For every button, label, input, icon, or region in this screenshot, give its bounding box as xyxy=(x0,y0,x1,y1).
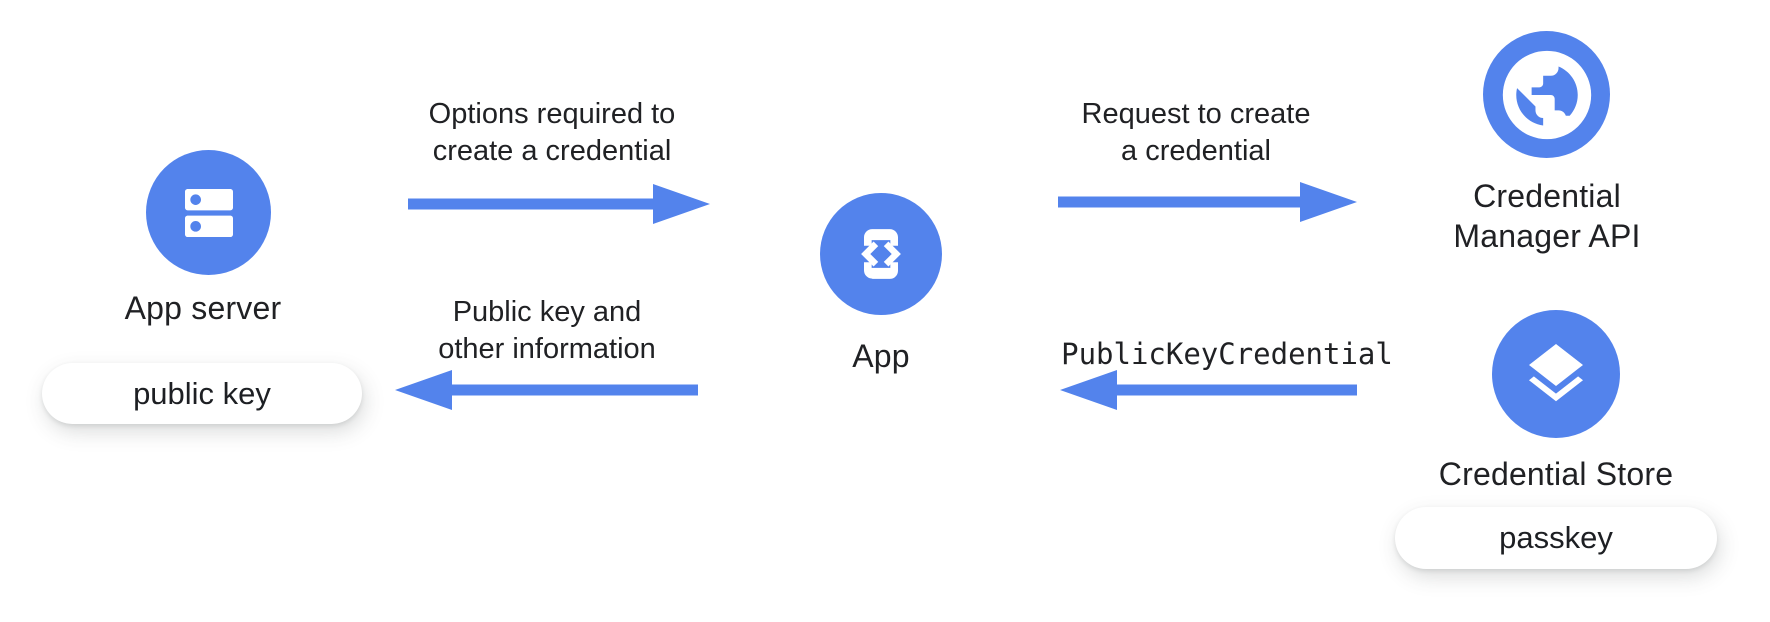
arrow-head xyxy=(395,370,452,410)
arrow-shaft xyxy=(408,198,658,210)
credential-manager-api-label-line1: Credential xyxy=(1473,178,1621,214)
arrow-left-publickey-info-icon xyxy=(395,370,698,410)
globe-icon xyxy=(1502,50,1591,139)
server-icon xyxy=(184,188,233,237)
arrow-right-request-icon xyxy=(1058,182,1357,222)
arrow-shaft xyxy=(1058,196,1305,208)
flow-publickey-info-label: Public key and other information xyxy=(347,294,747,368)
credential-manager-api-node xyxy=(1483,31,1610,158)
flow-publickey-info-line1: Public key and xyxy=(452,296,642,328)
passkey-pill: passkey xyxy=(1395,507,1717,569)
arrow-head xyxy=(1060,370,1117,410)
credential-manager-api-label: Credential Manager API xyxy=(1397,176,1697,256)
flow-options-line2: create a credential xyxy=(432,135,672,167)
flow-request-line1: Request to create xyxy=(1081,98,1311,130)
flow-publickeycredential-label: PublicKeyCredential xyxy=(1061,337,1393,371)
public-key-pill: public key xyxy=(42,363,362,424)
credential-manager-api-label-line2: Manager API xyxy=(1453,218,1641,254)
app-server-label: App server xyxy=(124,290,282,326)
app-server-node xyxy=(146,150,271,275)
arrow-head xyxy=(653,184,710,224)
flow-options-label: Options required to create a credential xyxy=(352,96,752,170)
arrow-right-options-icon xyxy=(408,184,710,224)
arrow-shaft xyxy=(1112,384,1357,396)
flow-request-line2: a credential xyxy=(1121,135,1271,167)
flow-options-line1: Options required to xyxy=(428,98,676,130)
phone-code-icon xyxy=(861,229,901,279)
app-node xyxy=(820,193,942,315)
flow-publickey-info-line2: other information xyxy=(438,333,656,365)
app-label: App xyxy=(852,338,910,374)
flow-request-label: Request to create a credential xyxy=(996,96,1396,170)
credential-store-label: Credential Store xyxy=(1438,456,1674,492)
arrow-head xyxy=(1300,182,1357,222)
credential-store-node xyxy=(1492,310,1620,438)
passkey-pill-label: passkey xyxy=(1499,520,1613,555)
arrow-left-publickeycredential-icon xyxy=(1060,370,1357,410)
arrow-shaft xyxy=(447,384,698,396)
layers-icon xyxy=(1529,344,1583,402)
public-key-pill-label: public key xyxy=(133,375,271,411)
